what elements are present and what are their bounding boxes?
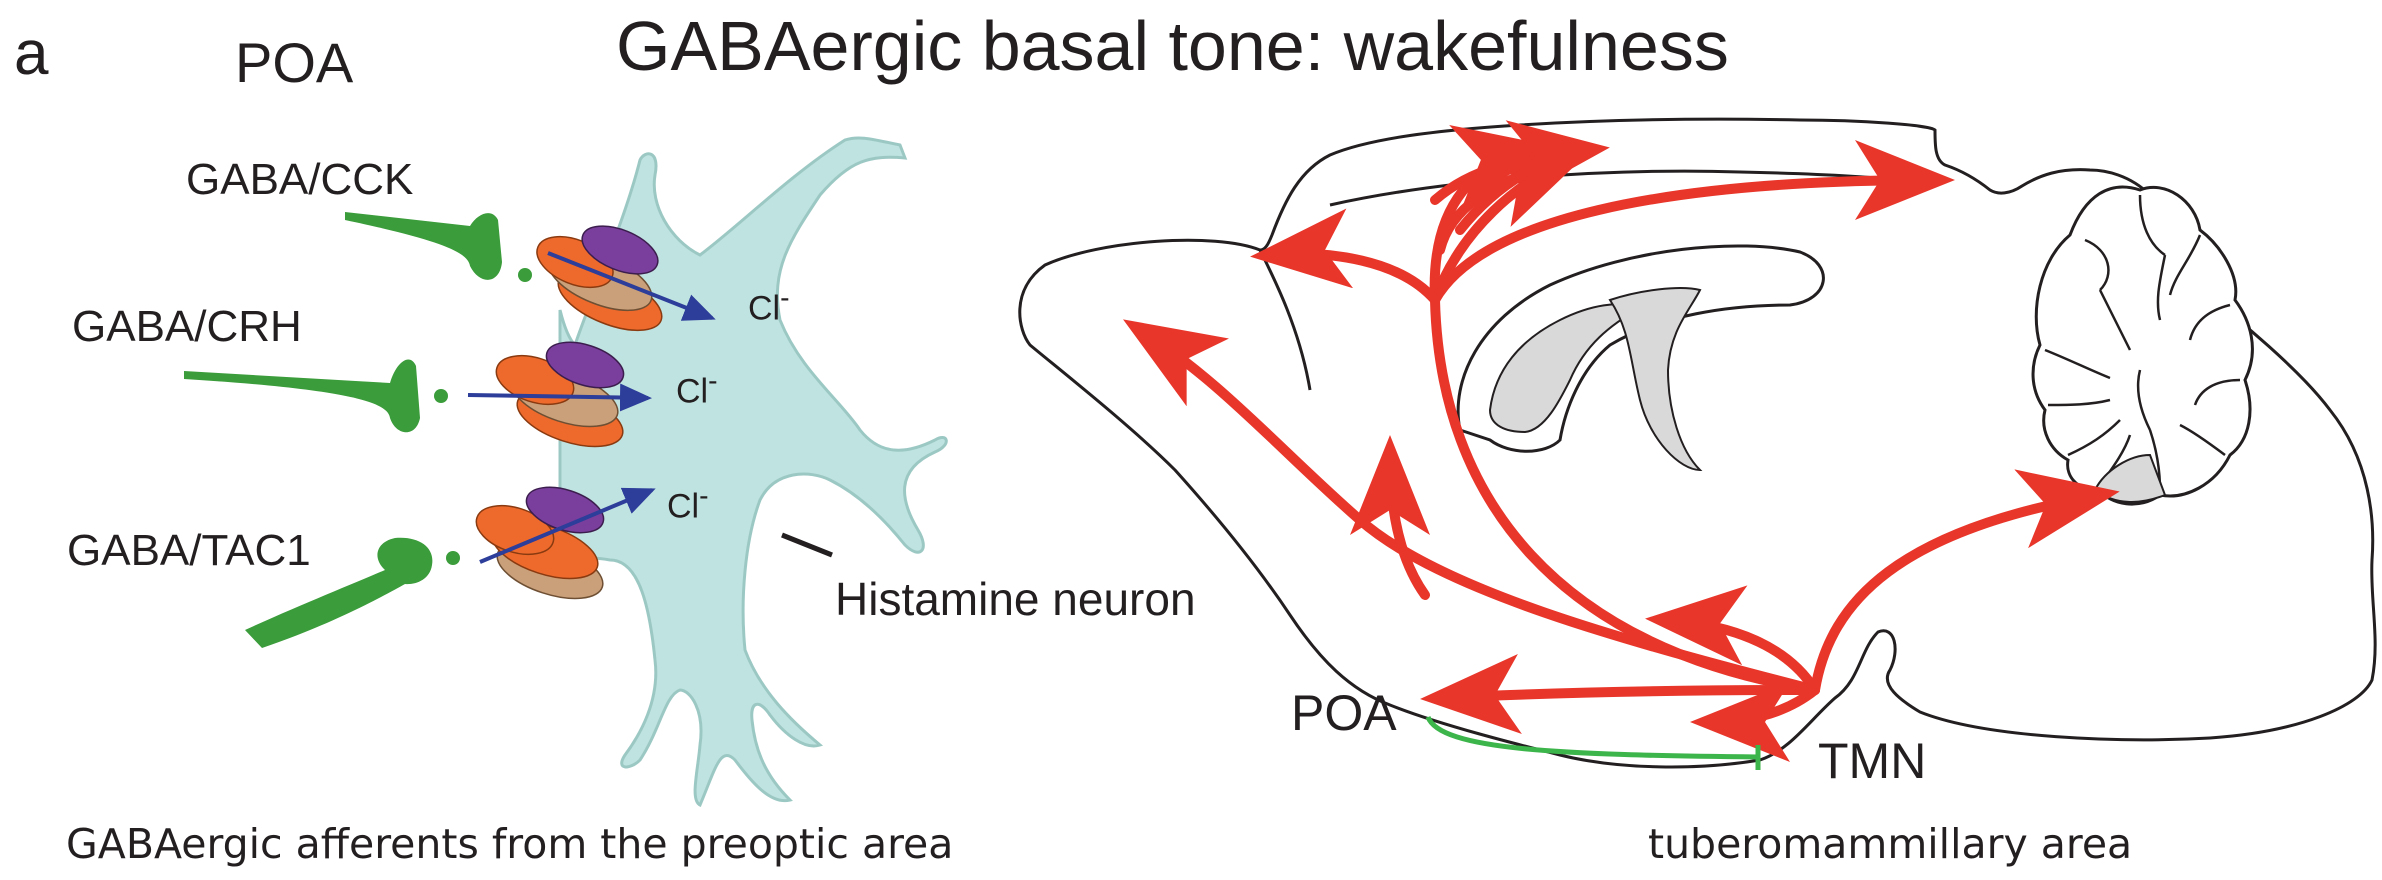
caption-right: tuberomammillary area [1648, 820, 2132, 868]
gaba-terminal-crh [184, 360, 448, 433]
poa-brain-label: POA [1291, 684, 1397, 742]
chloride-label-3: Cl- [667, 480, 709, 526]
panel-letter: a [14, 18, 48, 89]
afferent-label-cck: GABA/CCK [186, 155, 413, 205]
caption-left: GABAergic afferents from the preoptic ar… [66, 820, 953, 868]
figure-title: GABAergic basal tone: wakefulness [616, 6, 1729, 86]
poa-heading: POA [235, 30, 353, 95]
gaba-terminal-cck [345, 212, 532, 282]
afferent-label-tac1: GABA/TAC1 [67, 526, 311, 576]
chloride-label-2: Cl- [676, 365, 718, 411]
afferent-label-crh: GABA/CRH [72, 302, 302, 352]
chloride-label-1: Cl- [748, 282, 790, 328]
histamine-neuron-label: Histamine neuron [835, 572, 1196, 626]
tmn-label: TMN [1818, 732, 1926, 790]
histamine-neuron-pointer [782, 535, 832, 555]
